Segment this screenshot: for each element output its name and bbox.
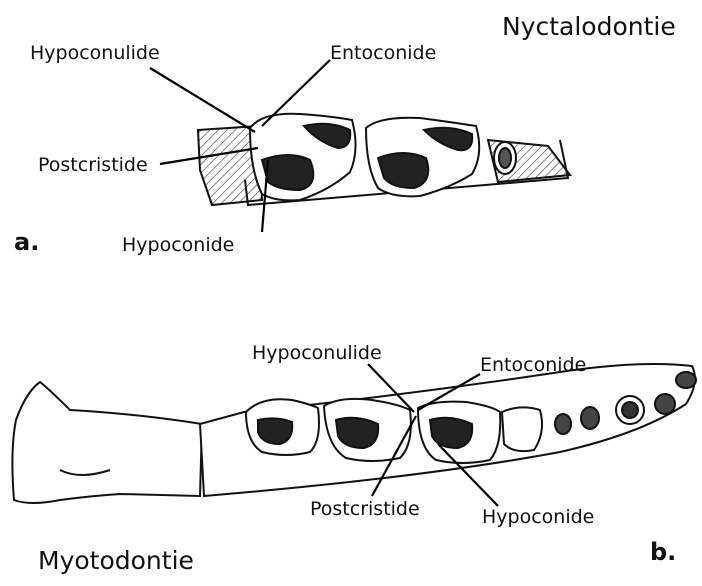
- panel-b-label-hypoconide: Hypoconide: [482, 508, 594, 527]
- panel-a-label-postcristide: Postcristide: [38, 156, 148, 175]
- panel-b-label-entoconide: Entoconide: [480, 356, 586, 375]
- panel-b-alveolus-3-inner: [622, 402, 638, 418]
- panel-b-molar-1-basin: [258, 418, 292, 444]
- panel-b-molar-4: [502, 407, 542, 451]
- panel-b-alveolus-1: [555, 414, 571, 434]
- panel-a-alveolus-inner: [499, 148, 511, 168]
- panel-a-label-hypoconulide: Hypoconulide: [30, 44, 160, 63]
- panel-b-jaw-drawing: [12, 364, 696, 503]
- panel-b-alveolus-4: [655, 394, 675, 414]
- panel-a-jaw-drawing: [198, 114, 570, 205]
- panel-a-leader-hypoconulide: [150, 68, 255, 132]
- panel-b-alveolus-2: [581, 407, 599, 429]
- panel-b-ramus: [12, 382, 202, 503]
- panel-b-title: Myotodontie: [38, 548, 194, 573]
- panel-b-label-hypoconulide: Hypoconulide: [252, 344, 382, 363]
- panel-b-incisor: [676, 372, 696, 388]
- panel-a-title: Nyctalodontie: [502, 14, 676, 39]
- panel-b-label-postcristide: Postcristide: [310, 500, 420, 519]
- panel-a-label-hypoconide: Hypoconide: [122, 236, 234, 255]
- panel-a-letter: a.: [14, 230, 39, 254]
- panel-b-letter: b.: [650, 540, 676, 564]
- panel-a-label-entoconide: Entoconide: [330, 44, 436, 63]
